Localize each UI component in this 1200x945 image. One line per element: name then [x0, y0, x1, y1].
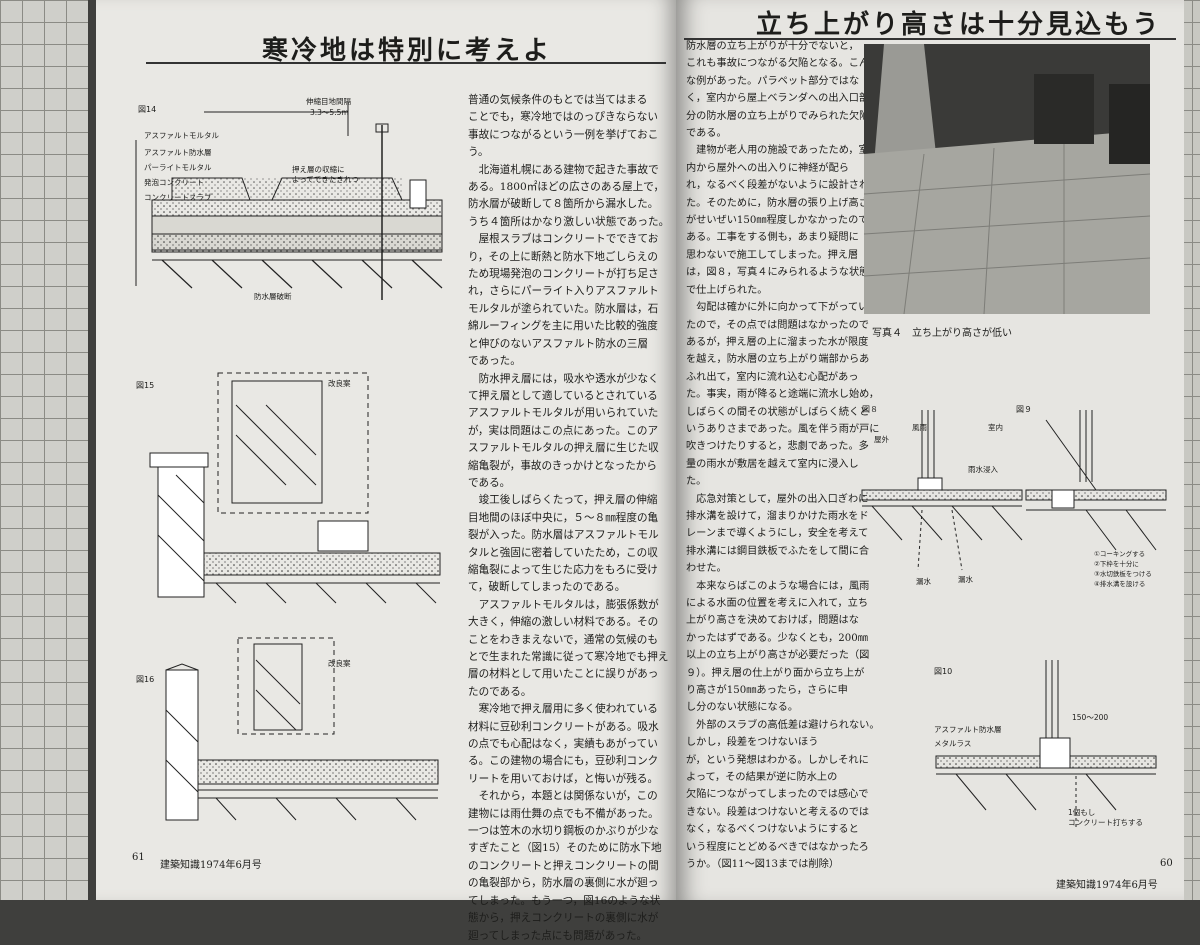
- fig8-wind-rain: 風雨: [912, 423, 927, 432]
- photo-4: [863, 44, 1151, 315]
- page-title-left: 寒冷地は特別に考えよ: [262, 36, 553, 66]
- fig9-note-3: ③水切鉄板をつける: [1094, 570, 1152, 578]
- fig16-improvement-label: 改良案: [328, 659, 351, 668]
- figure-16-label: 図16: [136, 675, 155, 684]
- fig14-layer-1: アスファルトモルタル: [144, 131, 219, 140]
- right-journal-name: 建築知識1974年6月号: [1056, 880, 1158, 891]
- photo-4-image: [863, 44, 1151, 315]
- title-rule: [146, 62, 666, 64]
- fig8-outside: 屋外: [874, 435, 889, 444]
- figure-15-label: 図15: [136, 381, 155, 390]
- title-rule-right: [684, 38, 1176, 40]
- fig14-dimension-label: 伸縮目地間隔: [306, 97, 351, 106]
- figure-10-drawing: [935, 660, 1157, 830]
- fig8-leak-2: 漏水: [958, 575, 973, 584]
- right-page: 立ち上がり高さは十分見込もう 防水層の立ち上がりが十分でないと， これも事故につ…: [676, 0, 1184, 900]
- fig14-break-callout: 防水層破断: [254, 292, 292, 301]
- left-body-text: 普通の気候条件のもとでは当てはまる ことでも，寒冷地ではのっぴきならない 事故に…: [468, 94, 670, 942]
- figure-8-label: 図８: [862, 405, 878, 414]
- figure-15-drawing: [149, 372, 441, 604]
- figure-10-label: 図10: [934, 667, 953, 676]
- fig14-layer-2: アスファルト防水層: [144, 148, 212, 157]
- fig15-improvement-label: 改良案: [328, 379, 351, 388]
- left-page-number: 61: [132, 852, 145, 863]
- fig8-leak-1: 漏水: [916, 577, 931, 586]
- figure-8-drawing: [861, 410, 1023, 571]
- left-page: 寒冷地は特別に考えよ 図14 伸縮目地間隔 3.3～5.5m アスファルトモルタ…: [96, 0, 676, 942]
- fig10-layer-1: アスファルト防水層: [934, 725, 1002, 734]
- fig8-inside: 室内: [988, 423, 1003, 432]
- fig10-dimension: 150～200: [1072, 713, 1109, 722]
- cutting-mat-left: [0, 0, 88, 900]
- fig9-note-1: ①コーキングする: [1094, 550, 1146, 558]
- figure-9-drawing: [1025, 410, 1167, 551]
- fig9-note-4: ④排水溝を設ける: [1094, 580, 1146, 588]
- page-title-right: 立ち上がり高さは十分見込もう: [756, 10, 1162, 40]
- figure-16-drawing: [165, 637, 439, 821]
- fig10-layer-2: メタルラス: [934, 739, 972, 748]
- figure-9-label: 図９: [1016, 405, 1032, 414]
- fig10-note: 1個もし コンクリート打ちする: [1068, 808, 1143, 827]
- right-page-number: 60: [1160, 858, 1173, 869]
- fig9-note-2: ②下枠を十分に: [1094, 560, 1139, 568]
- fig9-rain-inflow: 雨水浸入: [968, 465, 998, 474]
- right-body-text: 防水層の立ち上がりが十分でないと， これも事故につながる欠陥となる。こん な例が…: [686, 41, 880, 871]
- left-journal-name: 建築知識1974年6月号: [160, 860, 262, 871]
- figure-14-drawing: [135, 102, 443, 300]
- photo-4-caption: 写真４ 立ち上がり高さが低い: [872, 328, 1012, 339]
- fig14-layer-3: パーライトモルタル: [144, 163, 212, 172]
- figure-14-label: 図14: [138, 105, 157, 114]
